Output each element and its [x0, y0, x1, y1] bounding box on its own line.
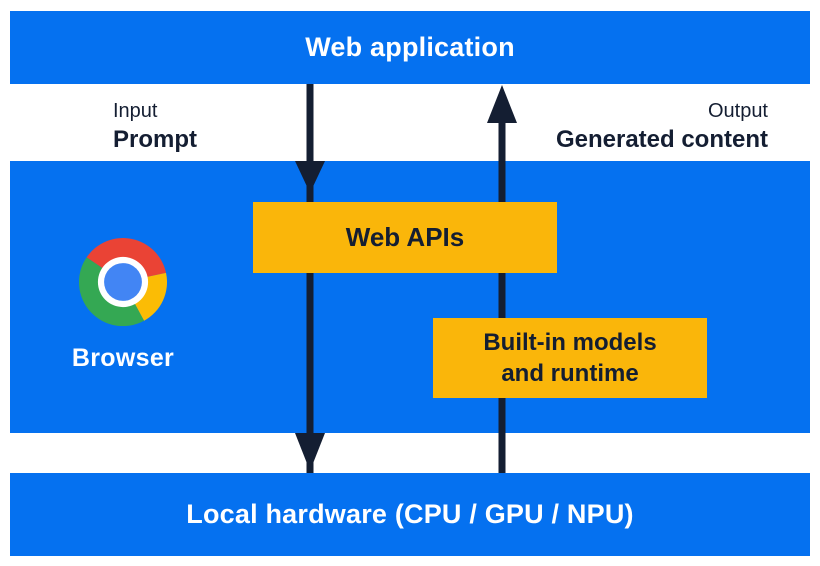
input-caption: Input [113, 100, 158, 122]
builtin-models-line2: and runtime [501, 360, 639, 387]
web-apis-box: Web APIs [253, 202, 557, 273]
builtin-models-label: Built-in models and runtime [483, 327, 656, 389]
output-label-group: Output Generated content [556, 98, 768, 155]
output-arrowhead-into-webapp [487, 85, 517, 123]
web-application-bar: Web application [10, 11, 810, 84]
output-value-label: Generated content [555, 126, 768, 153]
builtin-models-line1: Built-in models [483, 329, 657, 356]
input-label-group: Input Prompt [113, 98, 197, 155]
output-caption: Output [707, 100, 768, 122]
local-hardware-label: Local hardware (CPU / GPU / NPU) [186, 498, 634, 529]
web-apis-label: Web APIs [345, 222, 465, 252]
chrome-icon-blue-center [104, 263, 142, 301]
input-value-label: Prompt [113, 126, 197, 153]
web-application-label: Web application [305, 31, 515, 62]
builtin-models-box: Built-in models and runtime [433, 318, 707, 398]
prompt-arrowhead-into-hardware [295, 433, 325, 471]
browser-label: Browser [71, 344, 175, 372]
chrome-browser-icon [79, 238, 167, 326]
local-hardware-bar: Local hardware (CPU / GPU / NPU) [10, 473, 810, 556]
